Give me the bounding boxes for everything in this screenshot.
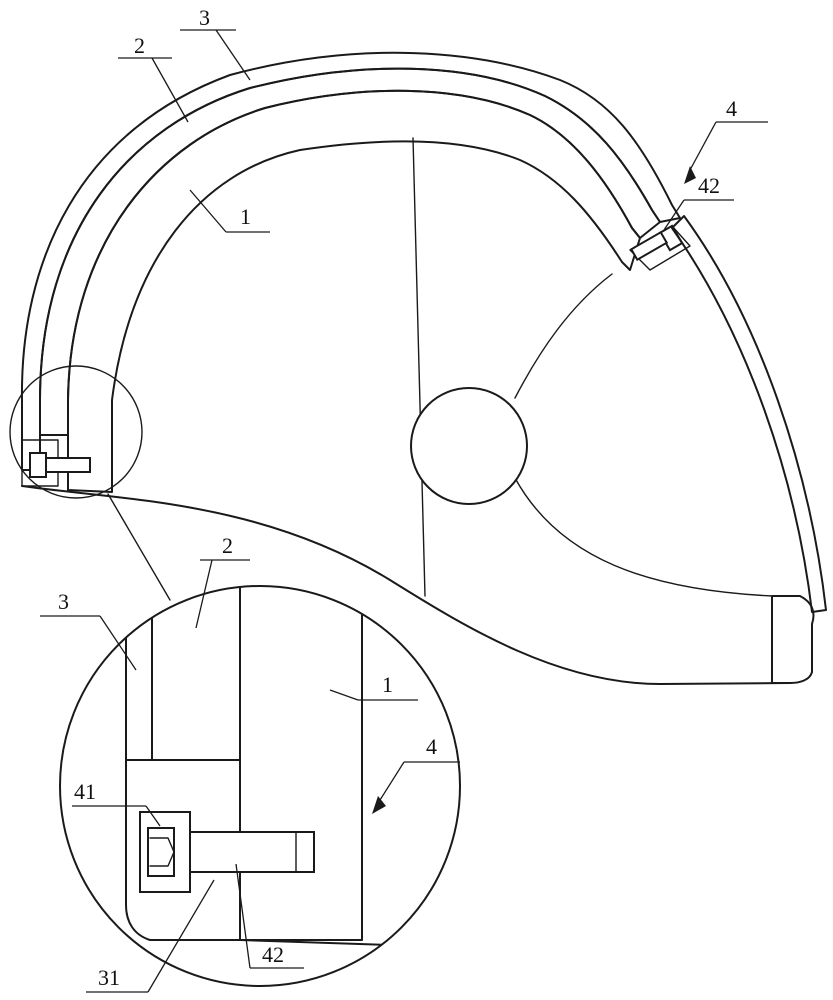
enlarged-detail bbox=[60, 586, 460, 986]
label-outer-shell: 3 bbox=[199, 5, 210, 30]
screw-head-small bbox=[29, 452, 47, 478]
label-detail-fastener-assembly: 4 bbox=[426, 734, 437, 759]
label-detail-inner-liner: 1 bbox=[382, 672, 393, 697]
detail-shell-lip bbox=[125, 759, 241, 941]
screw-shank-small bbox=[45, 457, 91, 473]
interior-cheek-line bbox=[514, 273, 613, 399]
helmet-bottom-edge bbox=[21, 485, 791, 685]
label-detail-middle-layer: 2 bbox=[222, 533, 233, 558]
label-detail-screw: 42 bbox=[262, 942, 284, 967]
label-screw: 42 bbox=[698, 173, 720, 198]
chin-guard bbox=[771, 595, 815, 684]
center-parting-line bbox=[412, 137, 426, 597]
label-inner-liner: 1 bbox=[240, 204, 251, 229]
detail-labels: 2 3 1 4 41 42 31 bbox=[40, 533, 460, 993]
label-detail-screw-head: 41 bbox=[74, 779, 96, 804]
label-detail-shell-lip: 31 bbox=[98, 965, 120, 990]
middle-layer bbox=[39, 67, 661, 436]
detail-screw-slot bbox=[149, 837, 175, 867]
ear-pivot-circle bbox=[410, 387, 528, 505]
label-middle-layer: 2 bbox=[134, 33, 145, 58]
inner-liner bbox=[67, 89, 641, 493]
callout-connector-left bbox=[107, 493, 171, 601]
enlarged-detail-circle bbox=[59, 585, 461, 987]
detail-screw-head-inner bbox=[147, 827, 175, 877]
detail-screw-shank bbox=[189, 831, 315, 873]
label-fastener-assembly: 4 bbox=[726, 96, 737, 121]
interior-lower-line bbox=[514, 477, 773, 597]
main-labels: 3 2 1 4 42 bbox=[118, 5, 768, 233]
face-shield-visor bbox=[671, 215, 827, 613]
upper-screw-shank bbox=[629, 230, 669, 262]
outer-shell bbox=[20, 51, 681, 471]
label-detail-outer-shell: 3 bbox=[58, 589, 69, 614]
detail-callout-circle bbox=[9, 365, 143, 499]
